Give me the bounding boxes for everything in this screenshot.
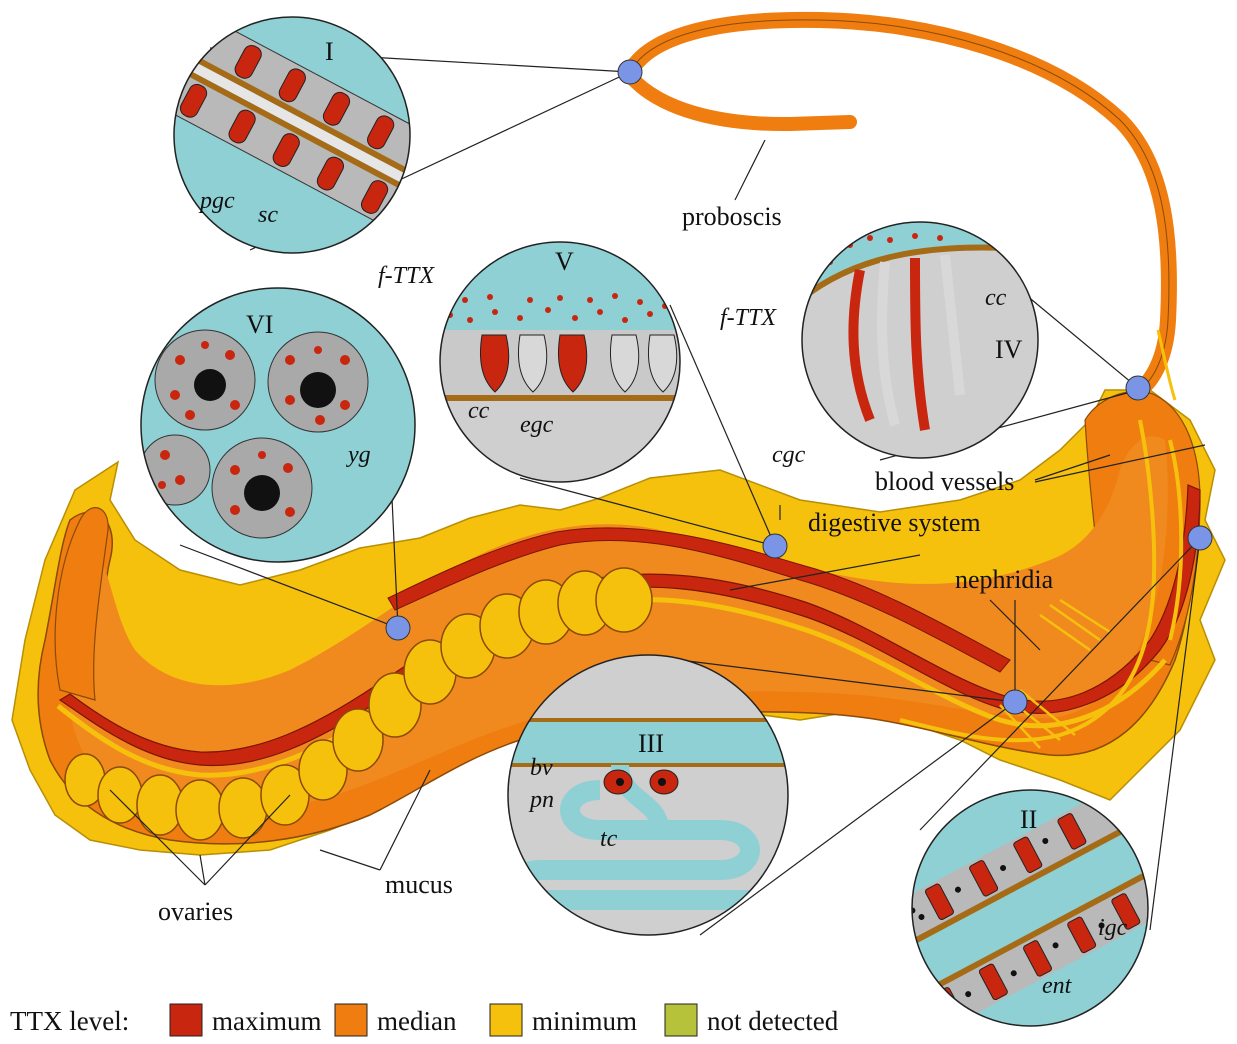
marker-IV (1126, 376, 1150, 400)
inset-VI: VI yg (140, 288, 415, 562)
marker-I (618, 60, 642, 84)
label-nephridia: nephridia (955, 565, 1054, 594)
inset-III-label-pn: pn (528, 787, 554, 813)
label-ovaries: ovaries (158, 897, 233, 926)
legend-swatch-not-detected (665, 1004, 697, 1036)
inset-IV-numeral: IV (995, 335, 1023, 364)
inset-I-label-pgc: pgc (198, 188, 235, 214)
inset-IV: IV f-TTX cc cgc (720, 222, 1040, 468)
inset-I-numeral: I (325, 37, 334, 66)
legend-label-median: median (377, 1006, 457, 1036)
inset-IV-label-fttx: f-TTX (720, 305, 777, 331)
inset-V: V f-TTX cc egc (378, 242, 690, 501)
inset-VI-label-yg: yg (346, 442, 371, 468)
legend-label-maximum: maximum (212, 1006, 322, 1036)
legend-swatch-maximum (170, 1004, 202, 1036)
inset-VI-numeral: VI (246, 310, 273, 339)
label-digestive-system: digestive system (808, 508, 981, 537)
legend-swatch-minimum (490, 1004, 522, 1036)
label-blood-vessels: blood vessels (875, 467, 1014, 496)
inset-III-label-tc: tc (600, 826, 618, 852)
inset-III-label-bv: bv (530, 755, 553, 781)
label-mucus: mucus (385, 870, 453, 899)
inset-V-label-egc: egc (520, 412, 554, 438)
marker-VI (386, 616, 410, 640)
inset-II-label-igc: igc (1098, 915, 1128, 941)
legend-label-minimum: minimum (532, 1006, 637, 1036)
inset-V-label-fttx: f-TTX (378, 263, 435, 289)
inset-V-numeral: V (555, 247, 574, 276)
inset-II-numeral: II (1020, 805, 1037, 834)
inset-I-label-sc: sc (258, 202, 278, 228)
inset-I: I pgc sc (140, 6, 462, 253)
label-proboscis: proboscis (682, 202, 782, 231)
legend: TTX level: maximum median minimum not de… (10, 1004, 839, 1036)
inset-V-label-cc: cc (468, 398, 490, 424)
legend-swatch-median (335, 1004, 367, 1036)
legend-title: TTX level: (10, 1006, 129, 1036)
inset-II-label-ent: ent (1042, 973, 1073, 999)
inset-IV-label-cc: cc (985, 285, 1007, 311)
inset-IV-label-cgc: cgc (772, 442, 806, 468)
inset-II: II igc ent (866, 778, 1195, 1039)
legend-label-not-detected: not detected (707, 1006, 839, 1036)
marker-II (1188, 526, 1212, 550)
inset-III-numeral: III (638, 729, 664, 758)
marker-V (763, 534, 787, 558)
marker-III (1003, 690, 1027, 714)
